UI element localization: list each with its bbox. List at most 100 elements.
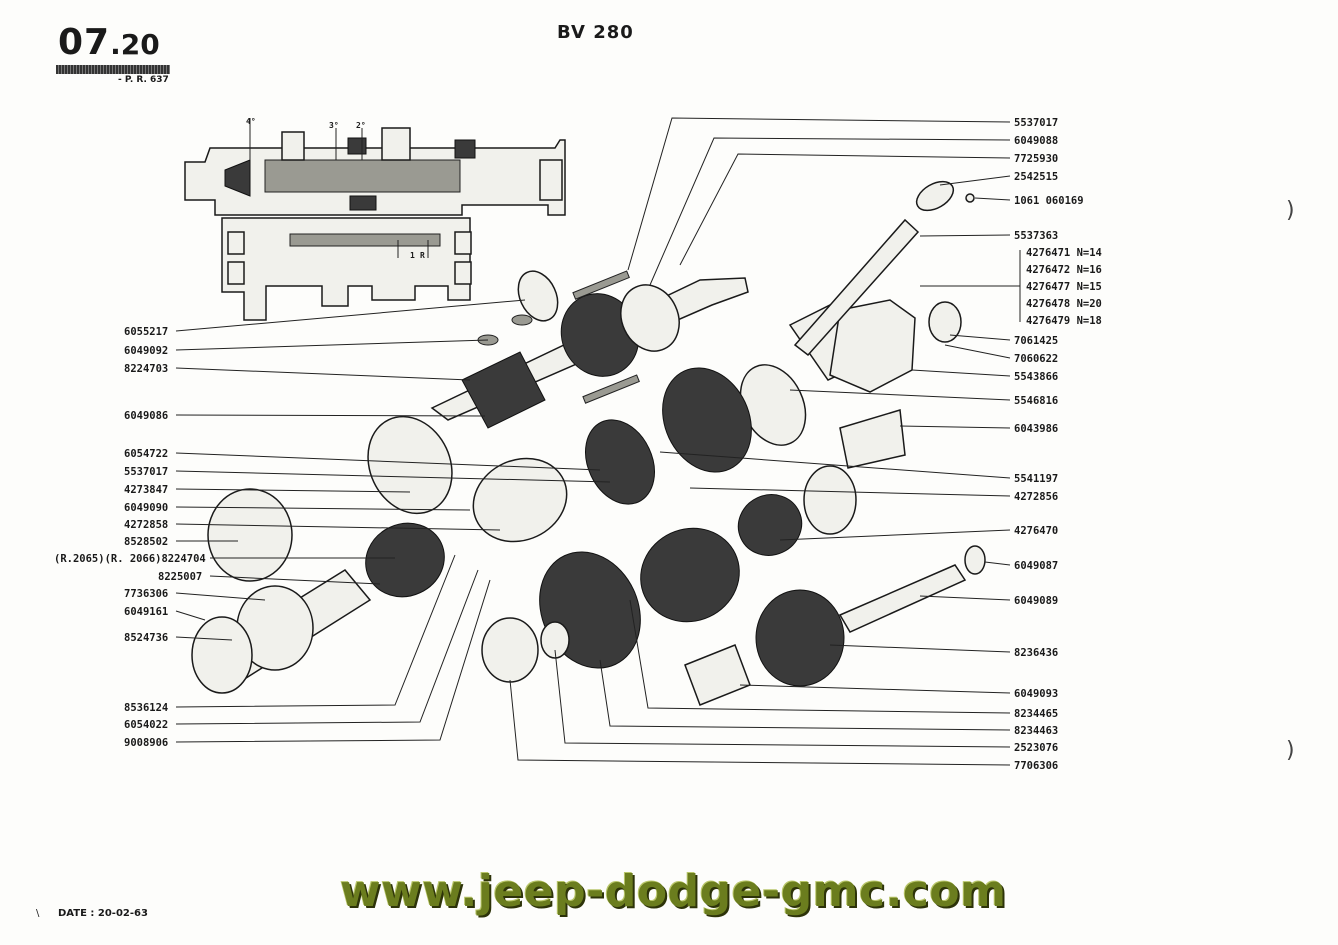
synchro-sleeve [620, 284, 680, 352]
section-label-r: R [420, 251, 425, 260]
leader-line [599, 659, 1011, 731]
part-label-right: 7060622 [1014, 353, 1058, 365]
leader-line [627, 117, 1011, 271]
leader-line [175, 523, 501, 531]
countershaft-bearing [803, 465, 857, 535]
leader-line [175, 470, 611, 483]
leader-line [175, 488, 411, 493]
part-label-left: 8225007 [158, 571, 202, 583]
inset-bearing-left-top [227, 231, 245, 255]
right-part-labels: 5537017 6049088 7725930 2542515 1061 060… [1014, 117, 1102, 772]
part-label-left: 6049161 [124, 606, 168, 618]
leader-line [175, 554, 456, 708]
leader-line [175, 339, 489, 351]
left-part-labels: 6055217 6049092 8224703 6049086 6054722 … [54, 326, 206, 749]
section-label-2: 2° [356, 121, 366, 130]
leader-line [175, 506, 471, 511]
leader-line [984, 561, 1011, 566]
part-label-right: 6049089 [1014, 595, 1058, 607]
inset-gear-low [349, 195, 377, 211]
leader-line [175, 569, 479, 725]
cable-flange [915, 180, 955, 212]
margin-mark: ) [1286, 198, 1295, 223]
part-label-right: 6049088 [1014, 135, 1058, 147]
inset-bearing-right-top [454, 231, 472, 255]
leader-line [629, 599, 1011, 714]
leader-line [739, 684, 1011, 694]
second-gear [662, 367, 752, 473]
synchro-cone [367, 415, 453, 515]
leader-line [175, 610, 206, 621]
margin-mark: ) [1286, 738, 1295, 763]
leader-line [829, 644, 1011, 653]
part-label-left: 4272858 [124, 519, 168, 531]
part-label-right: 4276471 N=14 [1026, 247, 1102, 259]
part-label-left: 7736306 [124, 588, 168, 600]
inset-synchro-4 [281, 131, 305, 161]
leader-line [919, 234, 1011, 237]
leader-line [679, 153, 1011, 266]
leader-line [779, 529, 1011, 541]
part-label-right: 8236436 [1014, 647, 1058, 659]
synchro-key-2 [582, 374, 640, 404]
page-number: 07.20 [58, 22, 160, 63]
part-label-left: 9008906 [124, 737, 168, 749]
leader-line [175, 592, 266, 601]
synchro-assembly [472, 457, 568, 543]
document-title: BV 280 [557, 22, 634, 43]
part-label-right: 8234465 [1014, 708, 1058, 720]
leader-line [689, 487, 1011, 497]
counter-gear-small [737, 494, 803, 556]
part-label-left: (R.2065)(R. 2066)8224704 [54, 553, 206, 565]
idler-bushing [684, 644, 751, 706]
part-label-right: 5543866 [1014, 371, 1058, 383]
inset-countershaft-housing [221, 217, 471, 321]
mainshaft-assembly [430, 270, 749, 429]
cross-section-inset: 4° 3° 2° 1 R [184, 117, 566, 321]
inset-bearing [454, 139, 476, 159]
part-label-right: 4272856 [1014, 491, 1058, 503]
page-number-minor: .20 [110, 28, 160, 61]
part-label-right: 5537363 [1014, 230, 1058, 242]
leader-line [974, 197, 1011, 201]
leader-line [911, 369, 1011, 377]
website-watermark: www.jeep-dodge-gmc.com [340, 866, 1007, 917]
section-label-1: 1 [410, 251, 415, 260]
speedometer-cable [793, 218, 920, 357]
bushing-6043986 [839, 409, 906, 469]
reverse-idler-gear [755, 589, 845, 687]
part-label-right: 5537017 [1014, 117, 1058, 129]
leader-line [209, 575, 381, 585]
leader-line [949, 334, 1011, 341]
flange-screw [965, 193, 975, 203]
output-assembly [662, 180, 975, 473]
part-label-right: 6049093 [1014, 688, 1058, 700]
synchro-ring [517, 270, 559, 322]
part-label-right: 5546816 [1014, 395, 1058, 407]
hatch-bar [56, 65, 170, 74]
leader-line [789, 389, 1011, 401]
inset-flange [539, 159, 563, 201]
input-gear [365, 522, 445, 598]
reverse-gear [539, 551, 641, 669]
washer [540, 621, 570, 659]
part-label-right: 4276470 [1014, 525, 1058, 537]
part-label-left: 4273847 [124, 484, 168, 496]
input-assembly [191, 415, 655, 694]
inset-bearing-left-bottom [227, 261, 245, 285]
part-label-right: 7706306 [1014, 760, 1058, 772]
part-label-right: 4276477 N=15 [1026, 281, 1102, 293]
part-label-left: 5537017 [124, 466, 168, 478]
part-label-right: 7725930 [1014, 153, 1058, 165]
seal [928, 301, 962, 343]
part-label-left: 6049092 [124, 345, 168, 357]
part-label-right: 4276472 N=16 [1026, 264, 1102, 276]
inset-input [224, 159, 251, 197]
leader-line [175, 367, 471, 381]
leader-line [175, 452, 601, 471]
part-label-right: 6049087 [1014, 560, 1058, 572]
leader-line [899, 425, 1011, 429]
leader-line [175, 579, 491, 743]
part-label-left: 8536124 [124, 702, 168, 714]
